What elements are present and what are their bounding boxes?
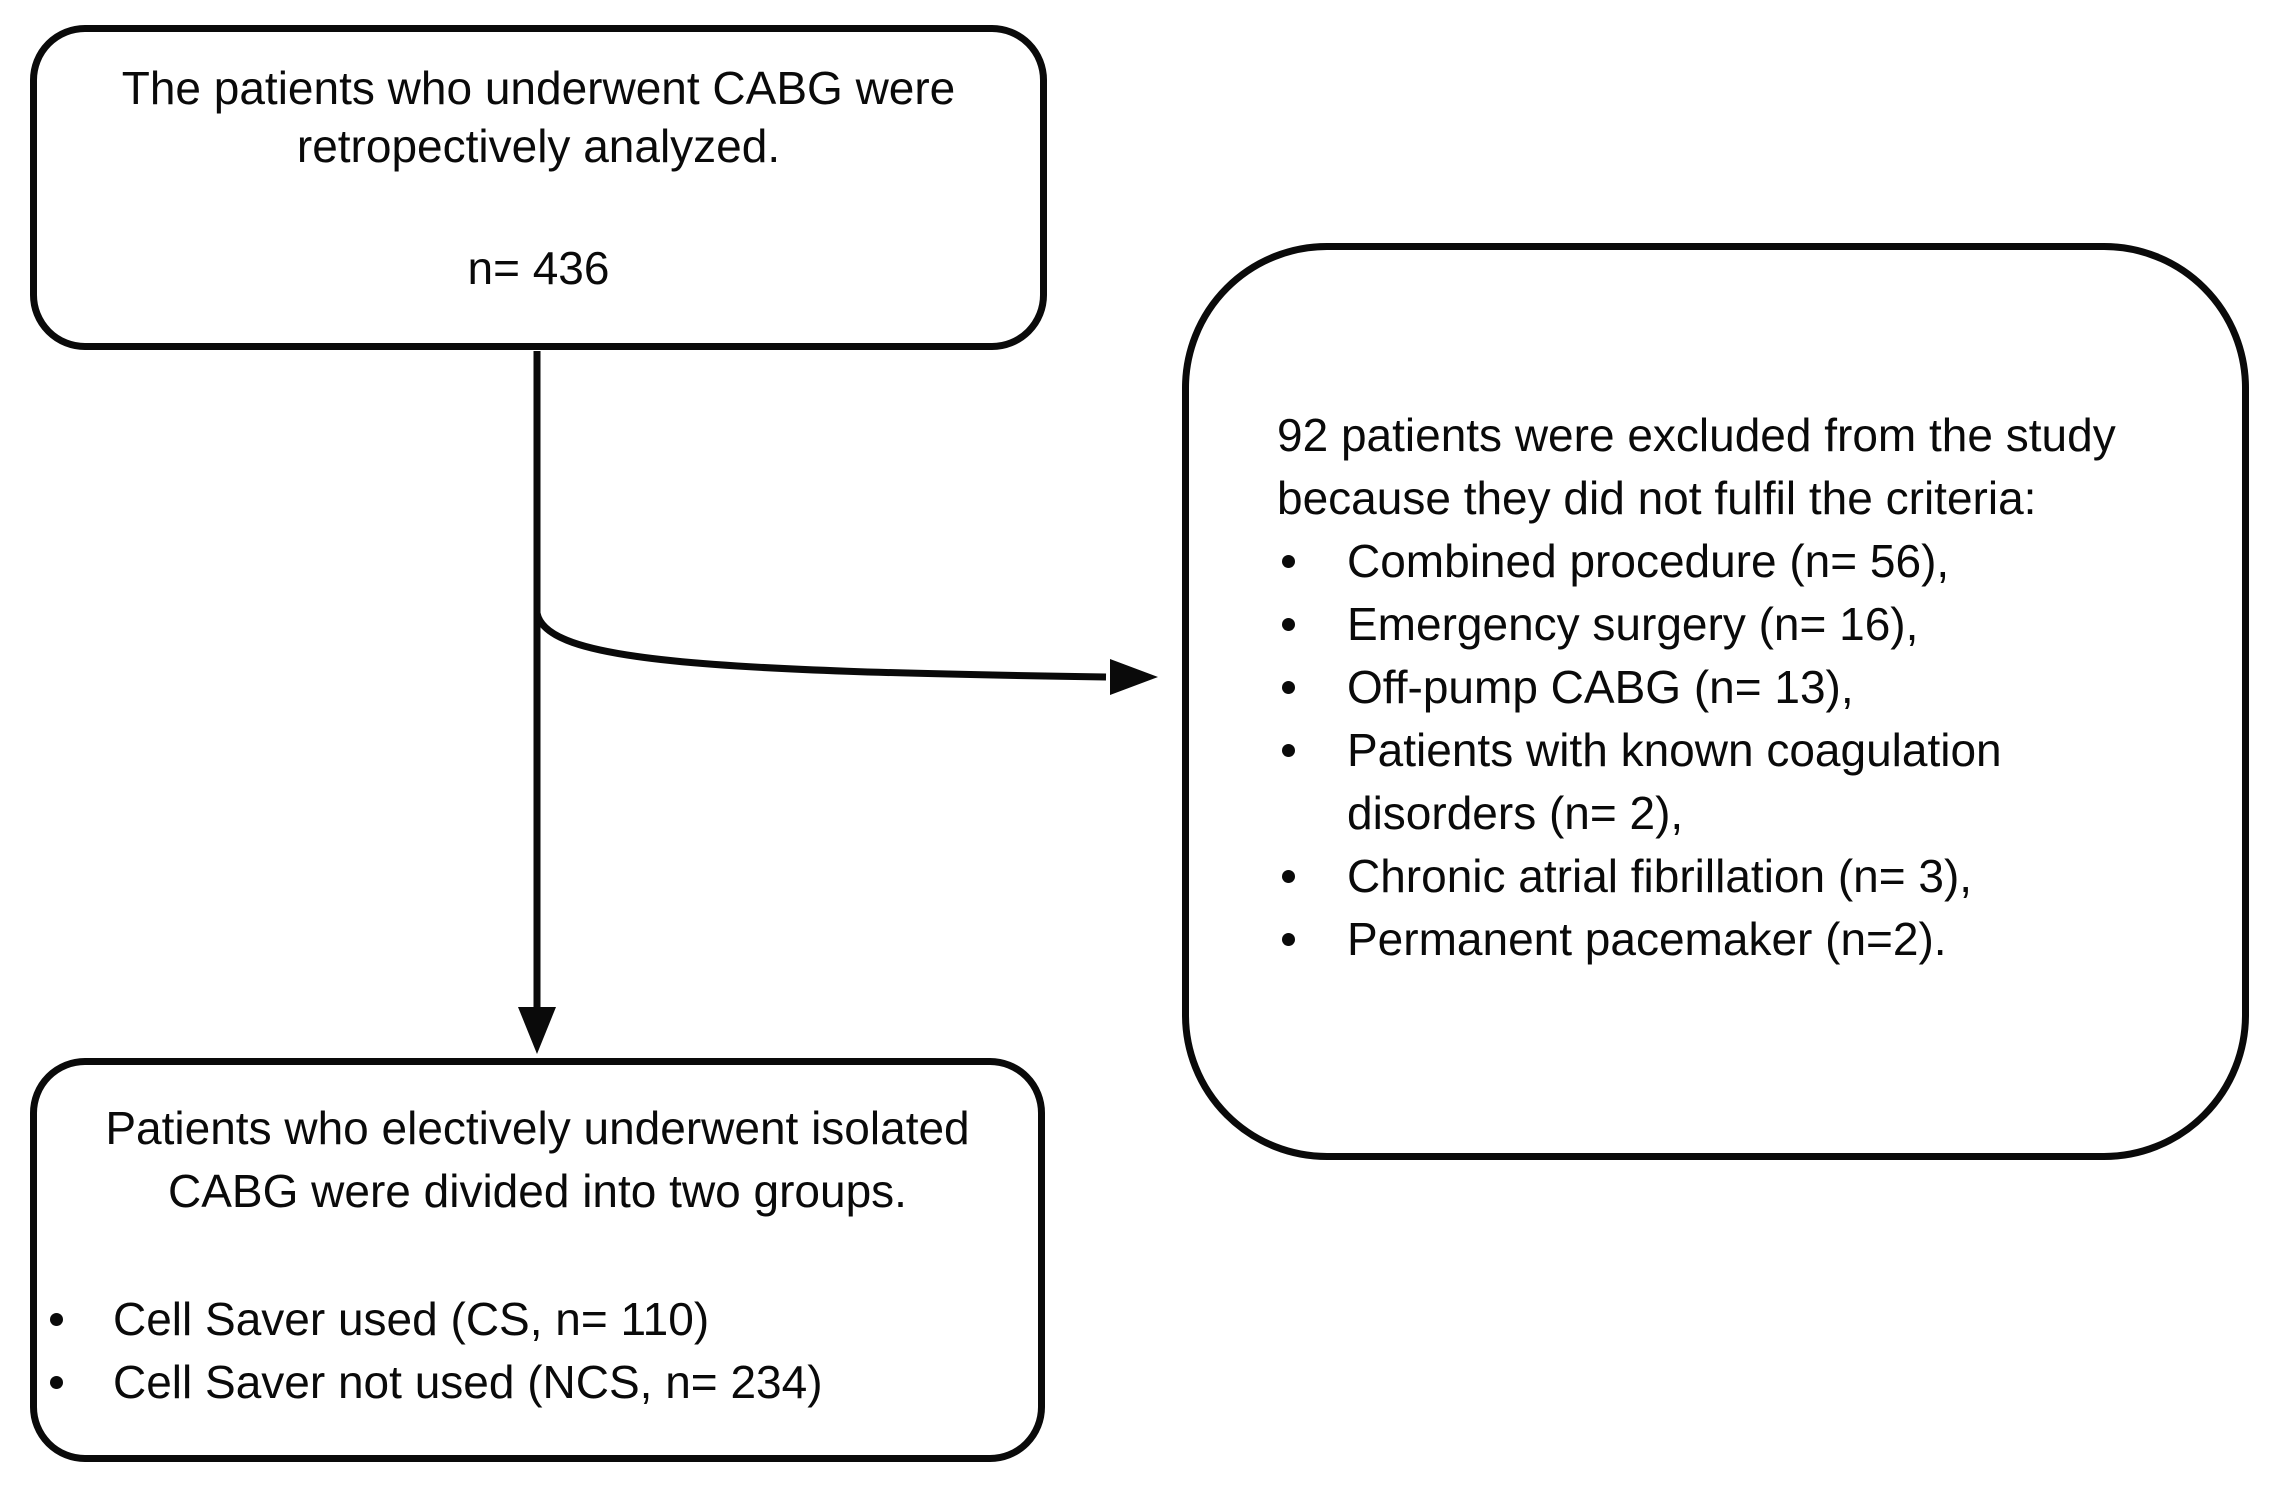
total-cohort-line-1: The patients who underwent CABG were <box>121 62 956 114</box>
total-cohort-line-2: retropectively analyzed. <box>296 120 781 172</box>
exclusion-item-emergency-surgery: Emergency surgery (n= 16), <box>1277 593 2232 656</box>
exclusion-item-combined-procedure: Combined procedure (n= 56), <box>1277 530 2232 593</box>
exclusions-intro-line-1: 92 patients were excluded from the study <box>1277 409 2116 461</box>
exclusions-intro-line-2: because they did not fulfil the criteria… <box>1277 472 2037 524</box>
group-item-cell-saver-used: Cell Saver used (CS, n= 110) <box>37 1288 1038 1351</box>
study-groups-line-2: CABG were divided into two groups. <box>168 1165 907 1217</box>
exclusion-item-coagulation-disorders: Patients with known coagulation disorder… <box>1277 719 2107 845</box>
exclusion-item-permanent-pacemaker: Permanent pacemaker (n=2). <box>1277 908 2232 971</box>
right-arrowhead <box>1110 659 1158 695</box>
study-groups-line-1: Patients who electively underwent isolat… <box>105 1102 970 1154</box>
study-groups-heading: Patients who electively underwent isolat… <box>37 1097 1038 1223</box>
exclusion-item-off-pump-cabg: Off-pump CABG (n= 13), <box>1277 656 2232 719</box>
exclusion-criteria-list: Combined procedure (n= 56), Emergency su… <box>1277 530 2232 971</box>
box-total-cohort: The patients who underwent CABG were ret… <box>30 25 1047 350</box>
exclusion-branch-line <box>533 612 1107 681</box>
box-study-groups: Patients who electively underwent isolat… <box>30 1058 1045 1462</box>
group-item-cell-saver-not-used: Cell Saver not used (NCS, n= 234) <box>37 1351 1038 1414</box>
total-cohort-n-value: n= 436 <box>467 242 610 294</box>
exclusion-item-atrial-fibrillation: Chronic atrial fibrillation (n= 3), <box>1277 845 2232 908</box>
down-arrowhead <box>518 1007 556 1054</box>
box-exclusions: 92 patients were excluded from the study… <box>1182 243 2249 1160</box>
study-groups-list: Cell Saver used (CS, n= 110) Cell Saver … <box>37 1288 1038 1414</box>
